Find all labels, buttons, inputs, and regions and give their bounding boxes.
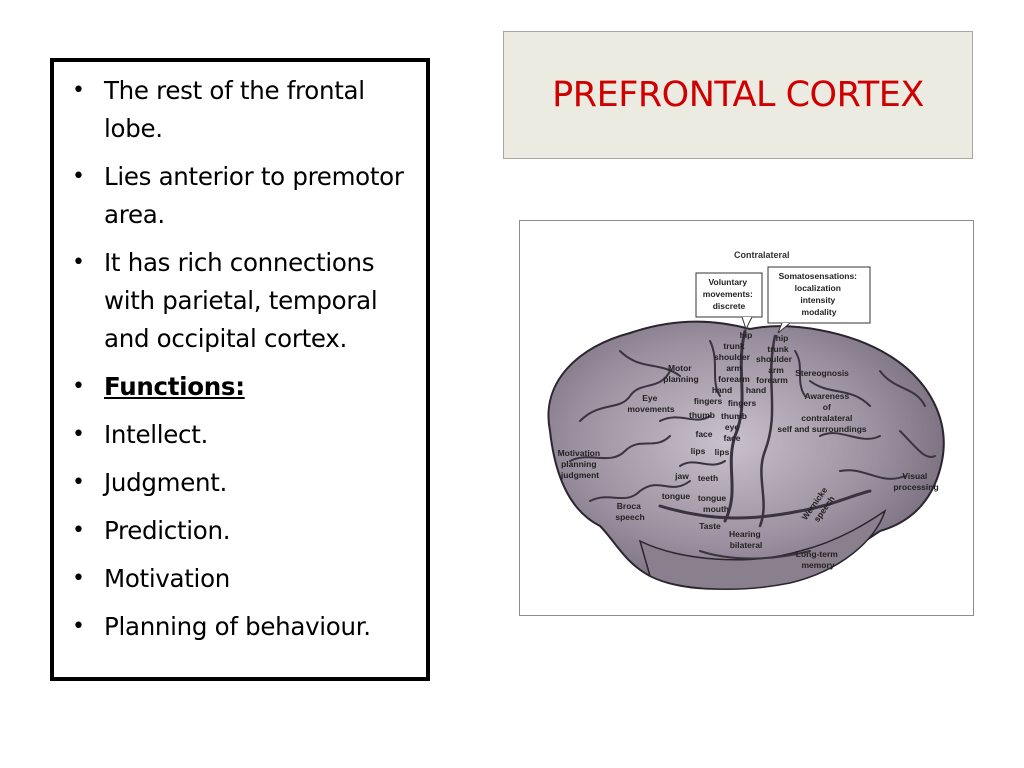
bullet-text: Motivation <box>104 564 230 593</box>
svg-text:forearm: forearm <box>718 374 750 384</box>
gyri-lines <box>569 329 936 560</box>
title-box: PREFRONTAL CORTEX <box>503 31 973 159</box>
svg-text:lips: lips <box>691 446 706 456</box>
bullet-glyph: • <box>72 164 85 189</box>
brain-shape <box>547 320 945 590</box>
bullet-text: Planning of behaviour. <box>104 612 371 641</box>
svg-text:face: face <box>723 433 740 443</box>
motivation-label: Motivation planning judgment <box>558 448 603 480</box>
svg-text:arm: arm <box>726 363 742 373</box>
bullet-item: • Judgment. <box>66 464 418 502</box>
bullet-text: Prediction. <box>104 516 231 545</box>
callout-voluntary-movements: Voluntary movements: discrete <box>703 277 755 311</box>
bullet-glyph: • <box>72 78 85 103</box>
svg-text:tongue: tongue <box>662 491 691 501</box>
motor-strip-labels: hip trunk shoulder arm forearm hand fing… <box>662 330 753 501</box>
bullet-text: Intellect. <box>104 420 208 449</box>
svg-text:arm: arm <box>768 365 784 375</box>
svg-text:lips: lips <box>715 447 730 457</box>
memory-label: Long-term memory <box>796 549 840 570</box>
bullet-text: The rest of the frontal lobe. <box>104 76 365 143</box>
svg-text:hip: hip <box>776 333 789 343</box>
bullet-glyph: • <box>72 374 85 399</box>
svg-text:teeth: teeth <box>698 473 718 483</box>
bullet-item: • The rest of the frontal lobe. <box>66 72 418 148</box>
brain-illustration: Contralateral Voluntary movements: discr… <box>547 250 945 590</box>
bullet-glyph: • <box>72 518 85 543</box>
bullet-glyph: • <box>72 614 85 639</box>
bullet-text: Functions: <box>104 372 245 401</box>
svg-text:eye: eye <box>725 422 739 432</box>
bullet-glyph: • <box>72 566 85 591</box>
bullet-glyph: • <box>72 422 85 447</box>
slide-title: PREFRONTAL CORTEX <box>552 75 924 115</box>
svg-text:trunk: trunk <box>723 341 745 351</box>
svg-text:forearm: forearm <box>756 375 788 385</box>
contralateral-label: Contralateral <box>734 250 790 260</box>
sensory-strip-labels: hip trunk shoulder arm forearm hand fing… <box>698 333 793 514</box>
bullet-item: • Planning of behaviour. <box>66 608 418 646</box>
svg-text:fingers: fingers <box>728 398 757 408</box>
temporal-lobe <box>638 509 887 590</box>
svg-text:hip: hip <box>740 330 753 340</box>
bullet-panel: • The rest of the frontal lobe. • Lies ant… <box>50 58 430 681</box>
svg-text:hand: hand <box>746 385 766 395</box>
bullet-glyph: • <box>72 470 85 495</box>
brain-figure: Contralateral Voluntary movements: discr… <box>519 220 974 616</box>
hearing-label: Hearing bilateral <box>729 529 763 550</box>
bullet-list: • The rest of the frontal lobe. • Lies ant… <box>66 72 418 646</box>
taste-label: Taste <box>699 521 721 531</box>
bullet-item-functions: • Functions: <box>66 368 418 406</box>
motor-planning-label: Motor planning <box>663 363 698 384</box>
svg-text:thumb: thumb <box>721 411 747 421</box>
svg-text:shoulder: shoulder <box>714 352 751 362</box>
svg-text:thumb: thumb <box>689 410 715 420</box>
svg-text:mouth: mouth <box>703 504 729 514</box>
svg-text:tongue: tongue <box>698 493 727 503</box>
bullet-item: • Motivation <box>66 560 418 598</box>
svg-text:shoulder: shoulder <box>756 354 793 364</box>
awareness-label: Awareness of contralateral self and surr… <box>777 391 867 434</box>
bullet-item: • It has rich connections with parietal, … <box>66 244 418 358</box>
bullet-text: It has rich connections with parietal, t… <box>104 248 378 353</box>
stereognosis-label: Stereognosis <box>795 368 849 378</box>
bullet-item: • Lies anterior to premotor area. <box>66 158 418 234</box>
bullet-text: Lies anterior to premotor area. <box>104 162 404 229</box>
bullet-text: Judgment. <box>104 468 228 497</box>
bullet-item: • Prediction. <box>66 512 418 550</box>
callout-somatosensations: Somatosensations: localization intensity… <box>779 271 860 317</box>
svg-text:hand: hand <box>712 385 732 395</box>
eye-movements-label: Eye movements <box>627 393 675 414</box>
visual-processing-label: Visual processing <box>893 471 938 492</box>
broca-label: Broca speech <box>615 501 644 522</box>
bullet-glyph: • <box>72 250 85 275</box>
bullet-item: • Intellect. <box>66 416 418 454</box>
svg-text:jaw: jaw <box>674 471 689 481</box>
svg-text:trunk: trunk <box>767 344 789 354</box>
svg-text:fingers: fingers <box>694 396 723 406</box>
svg-text:face: face <box>695 429 712 439</box>
